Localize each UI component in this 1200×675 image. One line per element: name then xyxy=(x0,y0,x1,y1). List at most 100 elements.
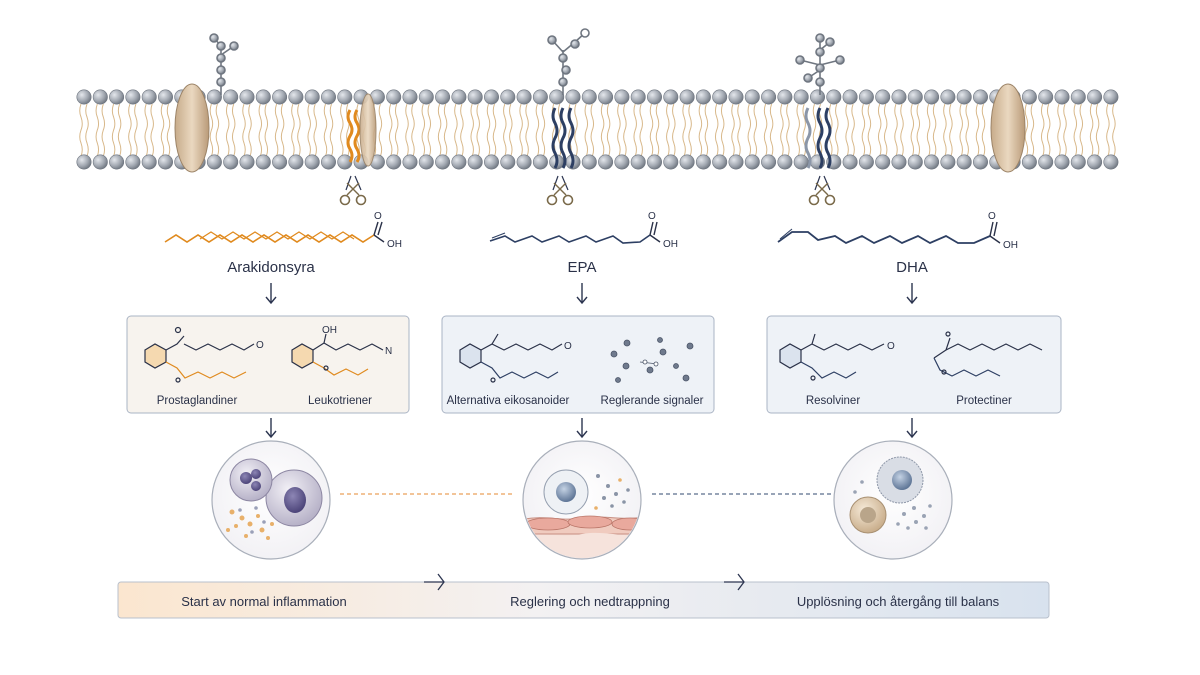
lipid-head xyxy=(206,89,222,105)
dha-tails xyxy=(804,107,832,169)
lipid-head xyxy=(141,154,157,170)
lipid-head xyxy=(581,89,597,105)
chevron-right-icon xyxy=(724,573,745,591)
lipid-head xyxy=(809,89,825,105)
lipid-head xyxy=(777,154,793,170)
lipid-head xyxy=(223,89,239,105)
lipid-head xyxy=(777,89,793,105)
dha-structure: O OH xyxy=(777,211,1018,251)
leukotriene-nitrogen: N xyxy=(385,346,392,357)
lipid-head xyxy=(858,154,874,170)
lipid-head xyxy=(1021,89,1037,105)
lipid-head xyxy=(728,89,744,105)
lipid-head xyxy=(875,154,891,170)
lipid-head xyxy=(630,154,646,170)
chevron-right-icon xyxy=(424,573,445,591)
glycan-tree-left xyxy=(209,33,239,95)
leukotrienes-label: Leukotriener xyxy=(308,395,372,407)
lipid-head xyxy=(402,89,418,105)
glycan-tree-center xyxy=(547,28,590,95)
lipid-head xyxy=(467,89,483,105)
resolving-particles xyxy=(853,480,932,530)
protectin-structure xyxy=(933,331,1043,377)
lipid-head xyxy=(940,89,956,105)
lipid-heads-inner xyxy=(76,154,1119,170)
membrane-protein-left xyxy=(174,83,210,173)
lipid-head xyxy=(695,89,711,105)
lipid-head xyxy=(304,154,320,170)
lipid-head xyxy=(1087,89,1103,105)
lipid-head xyxy=(125,89,141,105)
lipid-head xyxy=(614,89,630,105)
leukotriene-hydroxyl: OH xyxy=(322,325,337,336)
lipid-head xyxy=(924,154,940,170)
resolvin-oxygen: O xyxy=(887,341,895,352)
lipid-head xyxy=(337,154,353,170)
lipid-head xyxy=(320,89,336,105)
lipid-head xyxy=(598,154,614,170)
down-arrow-icon xyxy=(265,418,277,439)
lipid-head xyxy=(483,154,499,170)
lipid-head xyxy=(435,154,451,170)
carbonyl-oxygen-label: O xyxy=(374,211,382,222)
hydroxyl-label: OH xyxy=(387,239,402,250)
lipid-head xyxy=(793,89,809,105)
lipid-head xyxy=(288,89,304,105)
lipid-head xyxy=(598,89,614,105)
lipid-head xyxy=(402,154,418,170)
membrane-protein-right xyxy=(990,83,1026,173)
resting-cell xyxy=(849,496,887,534)
lipid-head xyxy=(1038,154,1054,170)
down-arrow-icon xyxy=(265,283,277,305)
lipid-head xyxy=(418,154,434,170)
lipid-head xyxy=(386,89,402,105)
down-arrow-icon xyxy=(906,283,918,305)
lipid-head xyxy=(532,89,548,105)
lipid-head xyxy=(761,154,777,170)
lipid-head xyxy=(842,89,858,105)
carbonyl-oxygen-label: O xyxy=(988,211,996,222)
stage-start-label: Start av normal inflammation xyxy=(181,594,346,609)
process-stage-bar: Start av normal inflammation Reglering o… xyxy=(117,573,1050,619)
down-arrow-icon xyxy=(576,283,588,305)
lipid-head xyxy=(663,89,679,105)
down-arrow-icon xyxy=(576,418,588,439)
lipid-head xyxy=(418,89,434,105)
alternative-eicosanoid-structure xyxy=(459,333,563,383)
immune-cell-small xyxy=(229,458,273,502)
lipid-head xyxy=(92,89,108,105)
lipid-head xyxy=(1070,89,1086,105)
lipid-head xyxy=(679,89,695,105)
lipid-head xyxy=(532,154,548,170)
lipid-head xyxy=(565,89,581,105)
mediator-box-dha: O Resolviner Protectiner xyxy=(766,315,1062,414)
epa-structure: O OH xyxy=(489,211,678,250)
lipid-head xyxy=(744,154,760,170)
spiky-immune-cell xyxy=(876,456,924,504)
lipid-head xyxy=(255,89,271,105)
epa-label: EPA xyxy=(568,259,597,276)
lipid-head xyxy=(630,89,646,105)
hydroxyl-label: OH xyxy=(663,239,678,250)
regulatory-signal-molecules xyxy=(610,337,694,383)
epa-tails xyxy=(551,107,575,169)
lipid-head xyxy=(255,154,271,170)
lipid-head xyxy=(451,89,467,105)
resolvin-structure xyxy=(779,333,885,381)
arachidonic-acid-tails xyxy=(346,109,361,163)
lipid-head xyxy=(646,89,662,105)
lipid-head xyxy=(826,89,842,105)
lipid-head xyxy=(337,89,353,105)
lipid-head xyxy=(679,154,695,170)
lipid-head xyxy=(516,154,532,170)
lipid-head xyxy=(272,154,288,170)
cell-membrane-bilayer xyxy=(76,28,1119,173)
lipid-head xyxy=(842,154,858,170)
lipid-head xyxy=(1038,89,1054,105)
alternative-eicosanoids-label: Alternativa eikosanoider xyxy=(447,395,570,407)
lipid-head xyxy=(158,154,174,170)
lipid-head xyxy=(500,89,516,105)
lipid-head xyxy=(712,89,728,105)
mediator-box-arachidonic: O OH N Prostaglandiner Leukotriener xyxy=(126,315,410,414)
